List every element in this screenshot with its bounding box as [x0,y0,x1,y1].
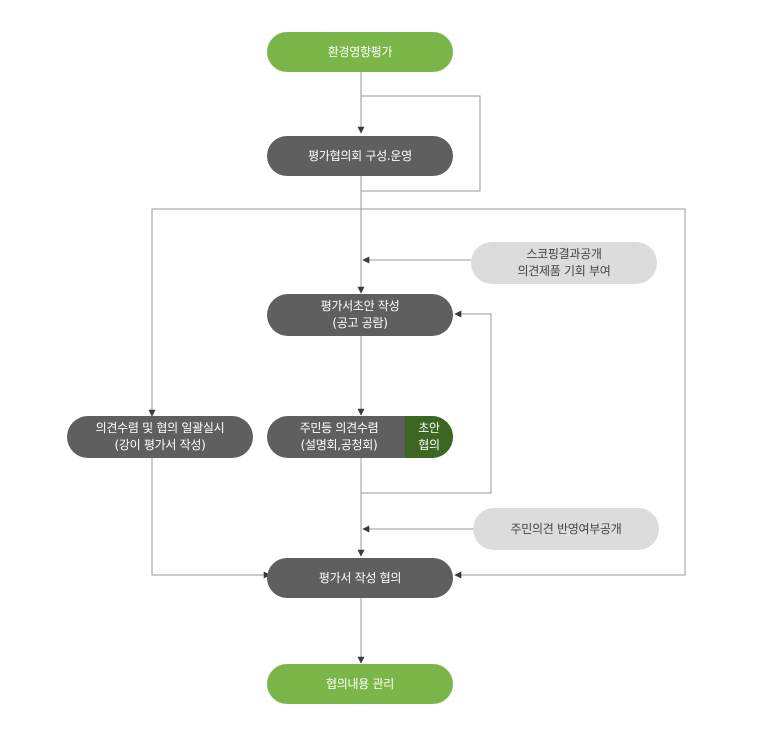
tag-line2: 협의 [418,438,440,452]
bypass-committee-line [361,95,481,192]
loop-to-bulk-line [148,208,361,417]
residents-opinion-node: 주민등 의견수렴 (설명회,공청회) 초안 협의 [267,416,453,458]
draft-consult-tag: 초안 협의 [405,416,453,458]
feedback-loop-line [361,310,492,494]
draft-line2: (공고 공람) [332,316,388,330]
committee-node: 평가협의회 구성.운영 [267,136,453,176]
loop-to-consult-right-line [361,208,686,579]
bulk-line2: (강이 평가서 작성) [114,438,206,452]
consult-label: 평가서 작성 협의 [318,570,402,585]
residents-main: 주민등 의견수렴 (설명회,공청회) [267,420,405,454]
eia-label: 환경영향평가 [327,44,393,59]
tag-line1: 초안 [418,421,440,435]
scoping-line2: 의견제품 기회 부여 [517,264,611,278]
scoping-line1: 스코핑결과공개 [526,247,602,261]
disclosure-node: 주민의견 반영여부공개 [473,508,659,550]
manage-label: 협의내용 관리 [326,676,394,691]
manage-node: 협의내용 관리 [267,664,453,704]
draft-line1: 평가서초안 작성 [320,299,400,313]
bulk-line1: 의견수렴 및 협의 일괄실시 [95,421,225,435]
disclosure-label: 주민의견 반영여부공개 [510,521,622,536]
committee-label: 평가협의회 구성.운영 [308,148,412,163]
consult-node: 평가서 작성 협의 [267,558,453,598]
draft-node: 평가서초안 작성 (공고 공람) [267,294,453,336]
residents-line1: 주민등 의견수렴 [299,421,379,435]
bulk-consultation-node: 의견수렴 및 협의 일괄실시 (강이 평가서 작성) [67,416,253,458]
arrow-bulk-to-consult [151,458,271,579]
residents-line2: (설명회,공청회) [300,438,378,452]
eia-node: 환경영향평가 [267,32,453,72]
scoping-node: 스코핑결과공개 의견제품 기회 부여 [471,242,657,284]
